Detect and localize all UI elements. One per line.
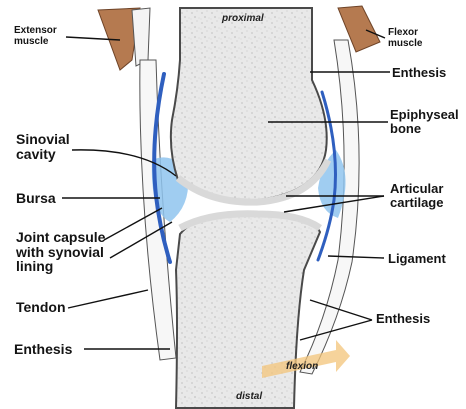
label-ligament: Ligament bbox=[388, 252, 446, 266]
leader-enthesis-right-2 bbox=[300, 320, 372, 340]
label-flexion: flexion bbox=[286, 362, 318, 373]
proximal-bone bbox=[171, 8, 327, 200]
label-sinovial-cavity: Sinovial cavity bbox=[16, 132, 70, 161]
label-flexor-muscle: Flexor muscle bbox=[388, 28, 422, 49]
extensor-tendon-top bbox=[132, 8, 150, 66]
label-bursa: Bursa bbox=[16, 191, 56, 206]
leader-tendon bbox=[68, 290, 148, 308]
label-tendon: Tendon bbox=[16, 300, 66, 315]
label-enthesis-top: Enthesis bbox=[392, 66, 446, 80]
leader-ligament bbox=[328, 256, 384, 258]
label-epiphyseal-bone: Epiphyseal bone bbox=[390, 108, 459, 135]
distal-bone bbox=[176, 212, 320, 408]
label-enthesis-left: Enthesis bbox=[14, 342, 72, 357]
label-articular-cartilage: Articular cartilage bbox=[390, 182, 443, 209]
label-distal: distal bbox=[236, 392, 262, 403]
label-extensor-muscle: Extensor muscle bbox=[14, 26, 57, 47]
label-enthesis-right: Enthesis bbox=[376, 312, 430, 326]
label-joint-capsule: Joint capsule with synovial lining bbox=[16, 230, 105, 274]
label-proximal: proximal bbox=[222, 14, 264, 25]
